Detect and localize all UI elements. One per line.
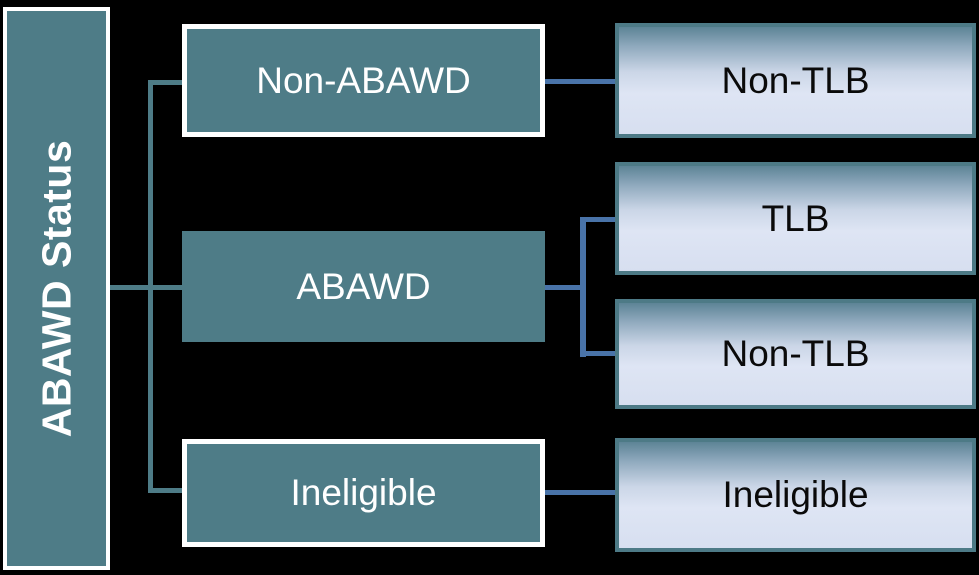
leaf-node-label: Ineligible bbox=[722, 474, 869, 515]
branch-node-label: Ineligible bbox=[290, 472, 437, 513]
branch-node-ineligible: Ineligible bbox=[182, 439, 545, 547]
connector-root-to-non-abawd bbox=[150, 80, 184, 85]
leaf-node-ineligible: Ineligible bbox=[615, 438, 976, 552]
connector-non-abawd-to-non-tlb bbox=[544, 79, 617, 84]
leaf-node-label: TLB bbox=[761, 197, 830, 239]
connector-abawd-trunk bbox=[580, 217, 586, 357]
connector-root-to-abawd bbox=[106, 285, 184, 290]
branch-node-non-abawd: Non-ABAWD bbox=[182, 24, 545, 137]
branch-node-label: Non-ABAWD bbox=[256, 59, 471, 101]
connector-abawd-out bbox=[544, 285, 586, 290]
leaf-node-non-tlb-top: Non-TLB bbox=[615, 23, 976, 138]
connector-root-trunk bbox=[148, 80, 153, 493]
branch-node-label: ABAWD bbox=[296, 265, 431, 307]
leaf-node-label: Non-TLB bbox=[721, 333, 870, 374]
leaf-node-label: Non-TLB bbox=[721, 59, 870, 101]
branch-node-abawd: ABAWD bbox=[182, 231, 545, 342]
connector-root-to-ineligible bbox=[150, 488, 184, 493]
connector-abawd-to-tlb bbox=[584, 217, 617, 222]
connector-abawd-to-non-tlb bbox=[584, 351, 617, 356]
leaf-node-tlb: TLB bbox=[615, 162, 976, 275]
root-node-label: ABAWD Status bbox=[33, 139, 80, 438]
root-node-abawd-status: ABAWD Status bbox=[3, 7, 110, 570]
leaf-node-non-tlb-middle: Non-TLB bbox=[615, 299, 976, 409]
connector-ineligible-to-ineligible bbox=[544, 490, 617, 495]
